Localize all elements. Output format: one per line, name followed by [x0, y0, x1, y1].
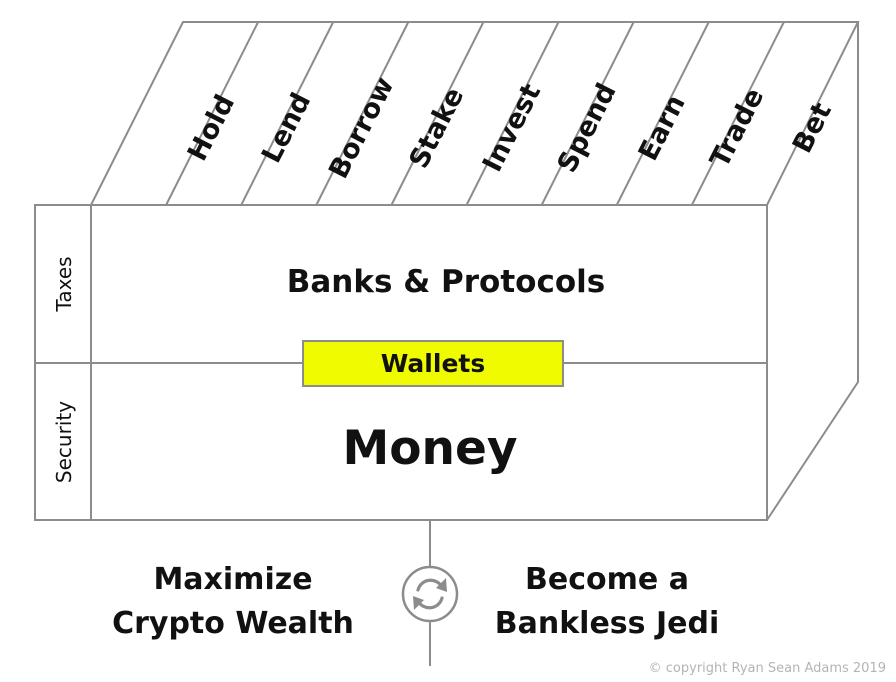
- goal-left-line-2: Crypto Wealth: [112, 606, 354, 641]
- goal-right-line-2: Bankless Jedi: [495, 606, 719, 641]
- activity-dividers: [165, 21, 785, 206]
- activity-label-stake: Stake: [404, 83, 471, 174]
- activity-label-borrow: Borrow: [323, 72, 400, 183]
- activity-label-trade: Trade: [704, 83, 770, 172]
- activity-divider: [165, 21, 260, 206]
- security-label: Security: [52, 401, 76, 483]
- money-label: Money: [342, 421, 517, 476]
- taxes-label: Taxes: [52, 256, 76, 312]
- activity-divider: [690, 21, 785, 206]
- activity-label-invest: Invest: [477, 79, 547, 177]
- goal-right-line-1: Become a: [525, 562, 689, 597]
- activity-label-earn: Earn: [633, 90, 692, 166]
- copyright-text: © copyright Ryan Sean Adams 2019: [649, 661, 886, 676]
- activity-divider: [390, 21, 485, 206]
- cube-right-face: [766, 22, 859, 521]
- wallets-label: Wallets: [381, 349, 485, 378]
- activity-divider: [615, 21, 710, 206]
- banks-protocols-label: Banks & Protocols: [287, 264, 605, 300]
- refresh-icon: [401, 565, 459, 623]
- activity-divider: [240, 21, 335, 206]
- activity-label-hold: Hold: [182, 90, 241, 166]
- activity-divider: [465, 21, 560, 206]
- activity-label-spend: Spend: [552, 78, 623, 177]
- wallets-box: [302, 340, 564, 387]
- cube-frame: [34, 21, 860, 521]
- activity-divider: [540, 21, 635, 206]
- goal-left-line-1: Maximize: [153, 562, 312, 597]
- activity-label-lend: Lend: [256, 88, 317, 168]
- activity-divider: [315, 21, 410, 206]
